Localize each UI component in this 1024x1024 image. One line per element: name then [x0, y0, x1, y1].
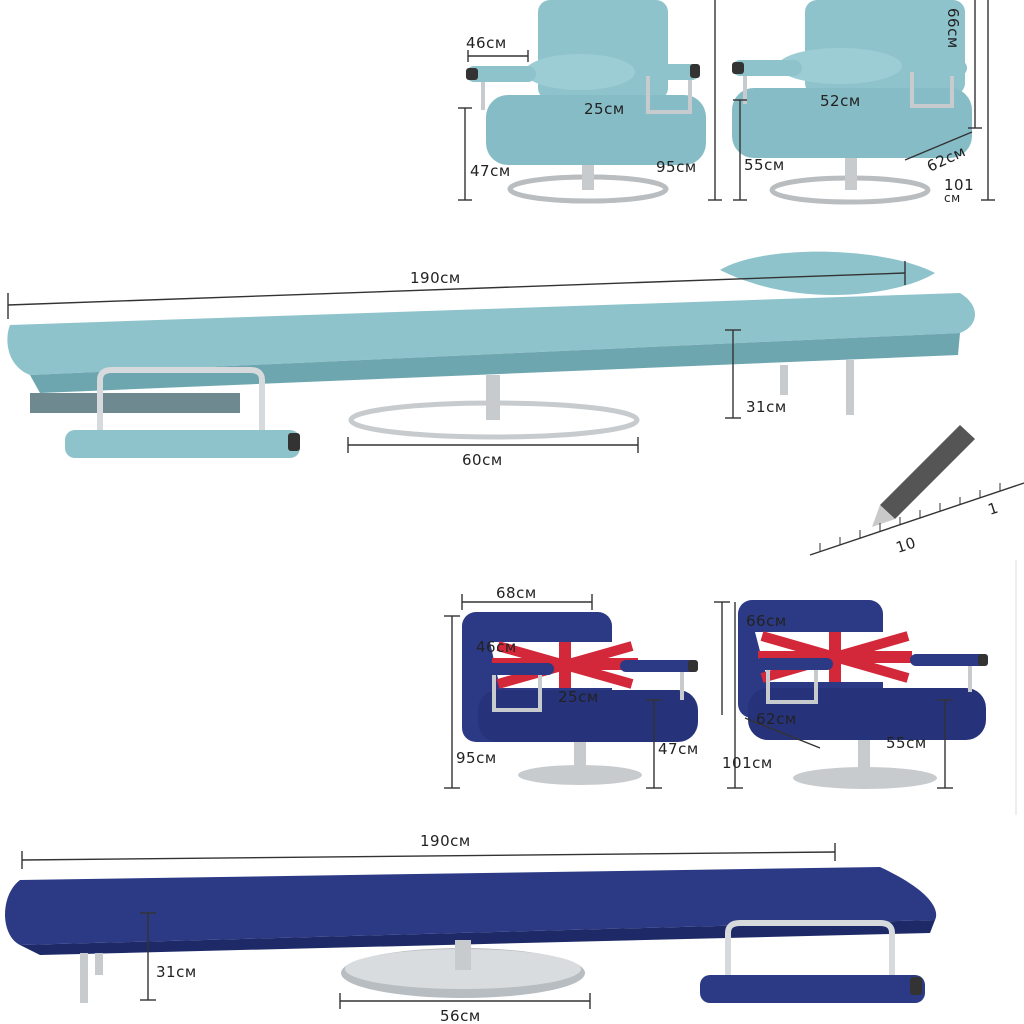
navy-full-depth-label: 101cм: [722, 754, 773, 772]
navy-chairs-panel: 68cм 46cм 25cм 95cм 47cм 66cм 62cм 101cм…: [0, 560, 1024, 815]
navy-bed-height-label: 31cм: [156, 963, 197, 981]
light-chairs-panel: 46cм 25cм 47cм 95cм 66cм 52cм 55cм 62cм …: [0, 0, 1024, 215]
navy-back-height-label: 66cм: [746, 612, 787, 630]
light-bed-height-label: 31cм: [746, 398, 787, 416]
navy-bed-illustration: 190cм 31cм 56cм: [5, 832, 937, 1024]
navy-chair-front: [462, 612, 698, 785]
light-chair-front: [466, 0, 706, 204]
navy-seat-height-label: 47cм: [658, 740, 699, 758]
navy-base-width-label: 56cм: [440, 1007, 481, 1024]
light-bed-illustration: 10 1 190cм 60cм 31cм: [7, 251, 1024, 557]
navy-bed: [5, 867, 937, 1003]
navy-bed-panel: 190cм 31cм 56cм: [0, 815, 1024, 1024]
light-seat-back-width-label: 46cм: [466, 34, 507, 52]
navy-total-height-label: 95cм: [456, 749, 497, 767]
navy-chair-side: [738, 600, 988, 789]
light-bed-panel: 10 1 190cм 60cм 31cм: [0, 215, 1024, 560]
navy-arm-depth-label: 25cм: [558, 688, 599, 706]
light-total-height-label: 95cм: [656, 158, 697, 176]
pencil-ruler-decoration: 10 1: [809, 425, 1024, 557]
navy-bed-length-label: 190cм: [420, 832, 471, 850]
ruler-mark-1: 1: [986, 499, 1001, 519]
light-bed-length-label: 190cм: [410, 269, 461, 287]
light-full-depth-label: 101: [944, 176, 974, 194]
navy-arm-height-label: 55cм: [886, 734, 927, 752]
light-base-width-label: 60cм: [462, 451, 503, 469]
light-arm-height-label: 55cм: [744, 156, 785, 174]
light-back-height-label: 66cм: [944, 8, 962, 49]
navy-width-label: 68cм: [496, 584, 537, 602]
light-seat-height-label: 47cм: [470, 162, 511, 180]
light-chairs-illustration: 46cм 25cм 47cм 95cм 66cм 52cм 55cм 62cм …: [458, 0, 995, 205]
light-full-depth-unit-label: cм: [944, 191, 961, 205]
navy-depth-label: 62cм: [756, 710, 797, 728]
navy-seat-back-width-label: 46cм: [476, 638, 517, 656]
light-chair-side: [732, 0, 972, 205]
light-bed: [7, 251, 976, 458]
light-arm-depth-label: 25cм: [584, 100, 625, 118]
navy-chairs-illustration: 68cм 46cм 25cм 95cм 47cм 66cм 62cм 101cм…: [444, 560, 1017, 815]
light-seat-depth-label: 52cм: [820, 92, 861, 110]
ruler-mark-10: 10: [894, 533, 919, 556]
